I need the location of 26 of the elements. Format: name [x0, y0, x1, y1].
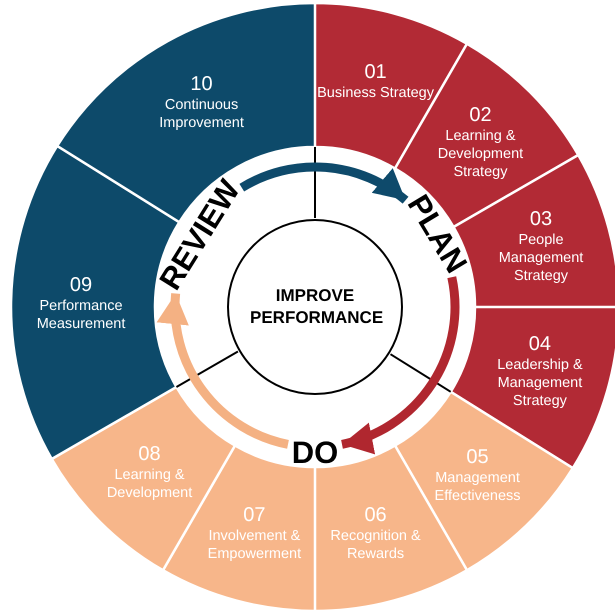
step-title: Management Effectiveness [434, 469, 522, 506]
phase-label: DO [292, 435, 338, 471]
wheel-segment [450, 307, 615, 469]
step-number: 05 [466, 445, 489, 470]
step-number: 10 [190, 72, 213, 96]
step-title: Business Strategy [317, 84, 434, 102]
step-number: 08 [138, 442, 161, 466]
step-title: Continuous Improvement [158, 96, 245, 132]
step-title: Recognition & Rewards [329, 527, 422, 564]
step-number: 01 [364, 60, 387, 84]
arrow [340, 276, 460, 452]
step-title: Learning & Development Strategy [436, 126, 524, 181]
center-label: IMPROVE PERFORMANCE [250, 285, 380, 329]
step-number: 07 [243, 503, 266, 528]
step-number: 04 [528, 332, 552, 356]
step-title: Leadership & Management Strategy [496, 356, 584, 410]
step-number: 02 [469, 102, 492, 127]
step-number: 09 [70, 272, 92, 297]
step-number: 06 [364, 503, 387, 528]
step-number: 03 [530, 207, 552, 232]
step-title: People Management Strategy [498, 231, 584, 286]
step-title: Involvement & Empowerment [206, 527, 302, 564]
arrow [240, 162, 408, 204]
step-title: Learning & Development [106, 466, 194, 502]
arrow [158, 293, 290, 449]
step-title: Performance Measurement [36, 296, 126, 333]
